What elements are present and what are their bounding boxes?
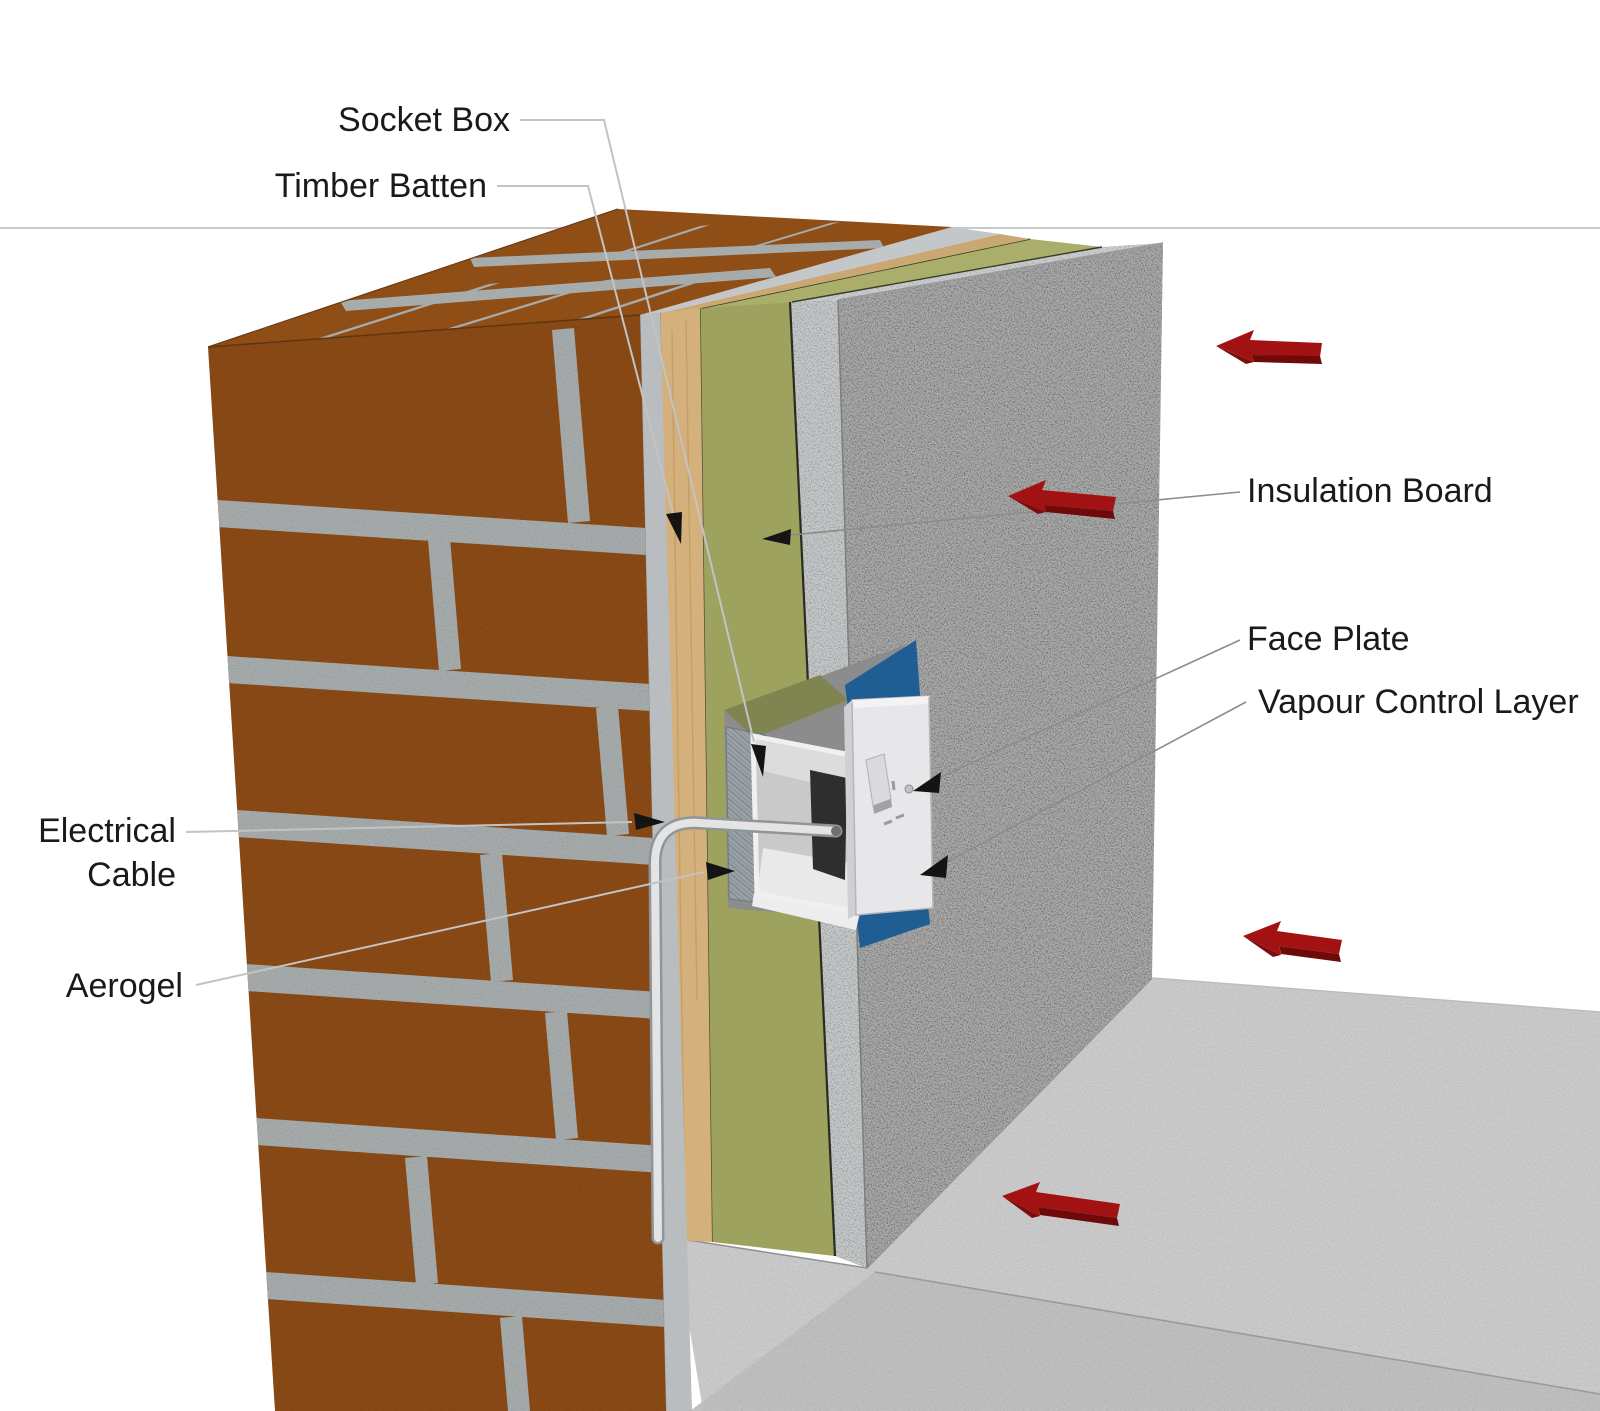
- face-plate-top-bevel: [852, 696, 929, 708]
- electrical-cable: [648, 816, 843, 1245]
- arrow-2-body: [1008, 480, 1116, 512]
- insulation-top-front-joint: [791, 246, 1103, 303]
- leader-aerogel: [195, 871, 705, 986]
- arrowhead-socket-box: [751, 744, 766, 777]
- arrowhead-face-plate: [913, 772, 941, 793]
- brick-texture: [208, 315, 666, 1411]
- face-plate: [844, 695, 934, 919]
- arrow-2-shade: [1044, 505, 1115, 519]
- label-aerogel: Aerogel: [66, 967, 183, 1005]
- floor: [674, 977, 1600, 1411]
- label-electrical-cable-line1: Electrical: [38, 812, 176, 850]
- plasterboard-top-edge-line: [837, 242, 1164, 301]
- leader-socket-box: [520, 119, 755, 743]
- socket-box-outer-bottom: [752, 893, 860, 930]
- arrow-3-shade: [1279, 946, 1341, 962]
- heat-flow-arrow-3: [1243, 921, 1342, 955]
- red-arrows: [1002, 330, 1342, 1226]
- brick-arris-line: [207, 314, 641, 348]
- leader-timber-batten: [497, 185, 674, 514]
- label-socket-box: Socket Box: [338, 101, 510, 139]
- screw-head: [904, 784, 914, 794]
- label-timber-batten: Timber Batten: [275, 167, 487, 205]
- mortar-joints-top: [316, 222, 884, 339]
- arrow-3-head-shade: [1243, 936, 1281, 957]
- arrow-4-head-shade: [1002, 1196, 1040, 1218]
- arrowhead-electrical-cable: [634, 813, 665, 830]
- insulation-board-top: [702, 239, 1102, 308]
- brick-silhouette-line: [207, 208, 619, 348]
- face-plate-front: [851, 695, 934, 916]
- arrow-1-head-shade: [1216, 346, 1254, 364]
- leader-electrical-cable: [185, 821, 633, 833]
- leader-vapour-control-layer: [946, 701, 1247, 863]
- floor-back-edge: [1151, 977, 1600, 1013]
- aerogel-top: [640, 227, 1000, 315]
- arrowhead-timber-batten: [666, 512, 682, 544]
- arrow-2-head-shade: [1008, 496, 1046, 514]
- label-insulation-board: Insulation Board: [1247, 472, 1493, 510]
- cable-body: [650, 818, 840, 1242]
- arrowhead-aerogel: [706, 862, 735, 880]
- socket-recess: [648, 640, 934, 1245]
- arrow-3-body: [1243, 921, 1342, 955]
- leader-face-plate: [940, 639, 1241, 778]
- arrow-1-body: [1216, 330, 1322, 362]
- heat-flow-arrow-4: [1002, 1182, 1120, 1218]
- socket-pin-slots: [883, 780, 905, 826]
- arrowhead-insulation-board: [762, 529, 791, 545]
- cable-end: [831, 826, 841, 836]
- switch-shadow: [873, 799, 892, 814]
- heat-flow-arrow-1: [1216, 330, 1322, 362]
- heat-flow-arrow-2: [1008, 480, 1116, 512]
- label-electrical-cable-line2: Cable: [87, 856, 176, 894]
- label-face-plate: Face Plate: [1247, 620, 1410, 658]
- labels: Socket Box Timber Batten Insulation Boar…: [38, 101, 1579, 1005]
- arrow-4-body: [1002, 1182, 1120, 1218]
- leader-insulation-board: [790, 491, 1241, 536]
- brick-wall: [207, 208, 952, 1411]
- timber-batten-top: [665, 234, 1030, 312]
- arrow-4-shade: [1038, 1207, 1119, 1226]
- floor-edge-line: [874, 1271, 1600, 1395]
- arrow-1-shade: [1252, 355, 1322, 364]
- label-vapour-control-layer: Vapour Control Layer: [1258, 683, 1579, 721]
- arrowhead-vapour-control-layer: [920, 855, 948, 878]
- recess-insulation-cut: [724, 675, 848, 738]
- aerogel-edge: [640, 312, 692, 1411]
- wood-grain-lines: [671, 319, 698, 1231]
- leader-lines: [185, 119, 1247, 986]
